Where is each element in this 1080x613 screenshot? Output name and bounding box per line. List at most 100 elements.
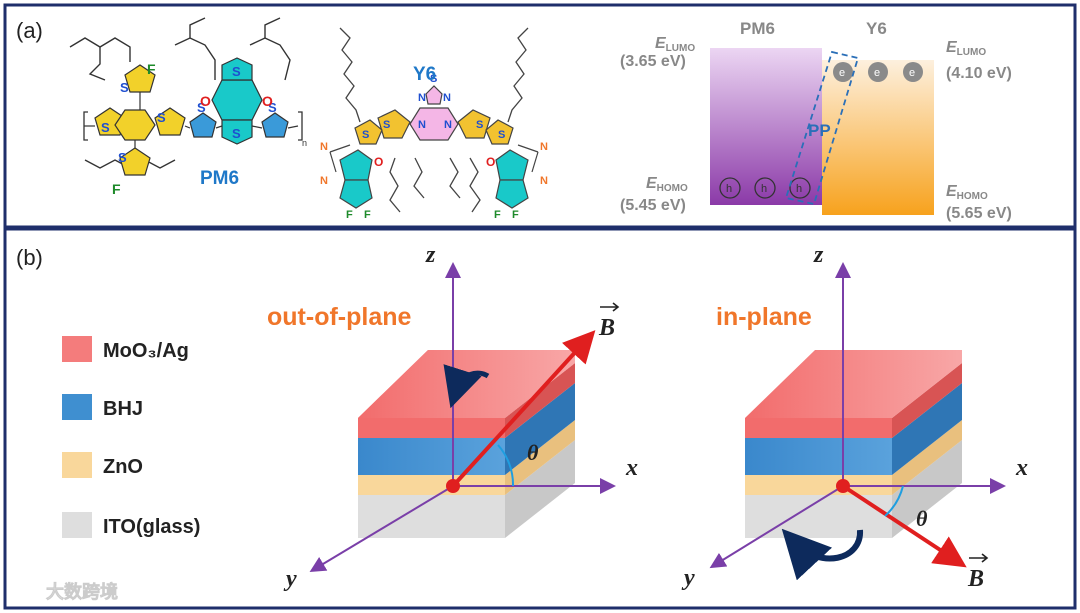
hole-2: h [754,177,776,199]
legend-swatch-4 [62,512,92,538]
y6-level-bar [822,60,934,215]
device-out-of-plane [358,350,575,538]
theta-arc-left [497,444,515,487]
pm6-structure: F S S S S S S S S O O F n [69,17,307,197]
svg-text:S: S [118,150,127,165]
svg-text:O: O [262,93,273,109]
device-in-plane [745,350,962,538]
theta-label-right: θ [916,506,928,531]
svg-text:O: O [200,93,211,109]
in-plane-label: in-plane [716,303,812,331]
svg-text:F: F [512,209,519,221]
svg-text:S: S [101,120,110,135]
legend-label-3: ZnO [103,456,143,478]
svg-text:N: N [540,175,548,187]
axes-left [309,262,616,573]
svg-text:F: F [346,209,353,221]
svg-text:N: N [443,92,451,104]
svg-text:e: e [839,67,845,79]
axis-x-left: x [625,455,638,481]
svg-text:N: N [444,119,452,131]
axis-z-right: z [813,242,824,268]
hole-1: h [719,177,741,199]
field-label-right: B [967,566,984,592]
y6-name: Y6 [413,64,436,85]
svg-text:N: N [320,175,328,187]
svg-text:N: N [320,141,328,153]
watermark: 大数跨境 [15,581,118,602]
legend-swatch-1 [62,336,92,362]
svg-text:S: S [383,119,390,131]
pm6-lumo-value: (3.65 eV) [620,53,686,70]
svg-text:N: N [418,92,426,104]
pm6-lumo-label: ELUMO [655,35,695,54]
svg-text:S: S [157,110,166,125]
axis-z-left: z [425,242,436,268]
svg-text:PM6: PM6 [740,19,775,38]
hole-3: h [789,177,811,199]
pm6-homo-label: EHOMO [646,175,688,194]
y6-homo-label: EHOMO [946,183,988,202]
legend-label-2: BHJ [103,398,143,420]
vector-arrow-right [969,553,989,563]
svg-text:e: e [909,67,915,79]
panel-a-frame [3,3,1077,229]
rotation-arrow-left [443,364,490,409]
svg-text:S: S [232,64,241,79]
svg-text:S: S [476,119,483,131]
panel-a-label: (a) [16,18,43,43]
vector-arrow-left [600,302,620,312]
axis-y-right: y [681,565,695,591]
out-of-plane-label: out-of-plane [267,303,412,331]
svg-text:n: n [302,138,307,148]
svg-text:大数跨境: 大数跨境 [46,581,118,602]
panel-b-frame [3,227,1077,610]
svg-text:O: O [486,155,495,169]
legend-swatch-3 [62,452,92,478]
pp-label: PP [808,121,831,140]
electron-2: e [868,62,888,82]
electron-3: e [903,62,923,82]
svg-text:h: h [726,183,732,195]
svg-text:h: h [761,183,767,195]
pm6-name: PM6 [200,168,239,189]
svg-text:F: F [147,61,156,77]
theta-label-left: θ [527,440,539,465]
svg-text:F: F [494,209,501,221]
svg-text:O: O [374,155,383,169]
svg-text:N: N [418,119,426,131]
electron-1: e [833,62,853,82]
field-label-left: B [598,315,615,341]
pm6-level-bar [710,48,822,205]
svg-text:F: F [112,181,121,197]
axis-y-left: y [283,566,297,592]
axis-x-right: x [1015,455,1028,481]
axes-right [709,262,1006,581]
svg-text:S: S [232,126,241,141]
y6-homo-value: (5.65 eV) [946,205,1012,222]
svg-text:S: S [362,129,369,141]
y6-lumo-label: ELUMO [946,39,986,58]
svg-text:S: S [197,100,206,115]
svg-text:Y6: Y6 [866,19,887,38]
svg-text:F: F [364,209,371,221]
svg-text:S: S [430,73,437,85]
panel-b-label: (b) [16,245,43,270]
svg-text:N: N [540,141,548,153]
legend: MoO₃/Ag BHJ ZnO ITO(glass) [62,336,200,538]
field-vector-right [841,484,967,568]
y6-structure: S N N N N S S S S O O N N N N F F F F [320,27,548,221]
legend-label-4: ITO(glass) [103,516,200,538]
legend-swatch-2 [62,394,92,420]
svg-text:S: S [268,100,277,115]
svg-text:h: h [796,183,802,195]
y6-lumo-value: (4.10 eV) [946,65,1012,82]
theta-arc-right [884,485,904,517]
svg-text:e: e [874,67,880,79]
pm6-homo-value: (5.45 eV) [620,197,686,214]
field-vector-left [451,330,596,488]
rotation-arrow-right [781,528,863,581]
svg-text:S: S [120,80,129,95]
svg-text:S: S [498,129,505,141]
